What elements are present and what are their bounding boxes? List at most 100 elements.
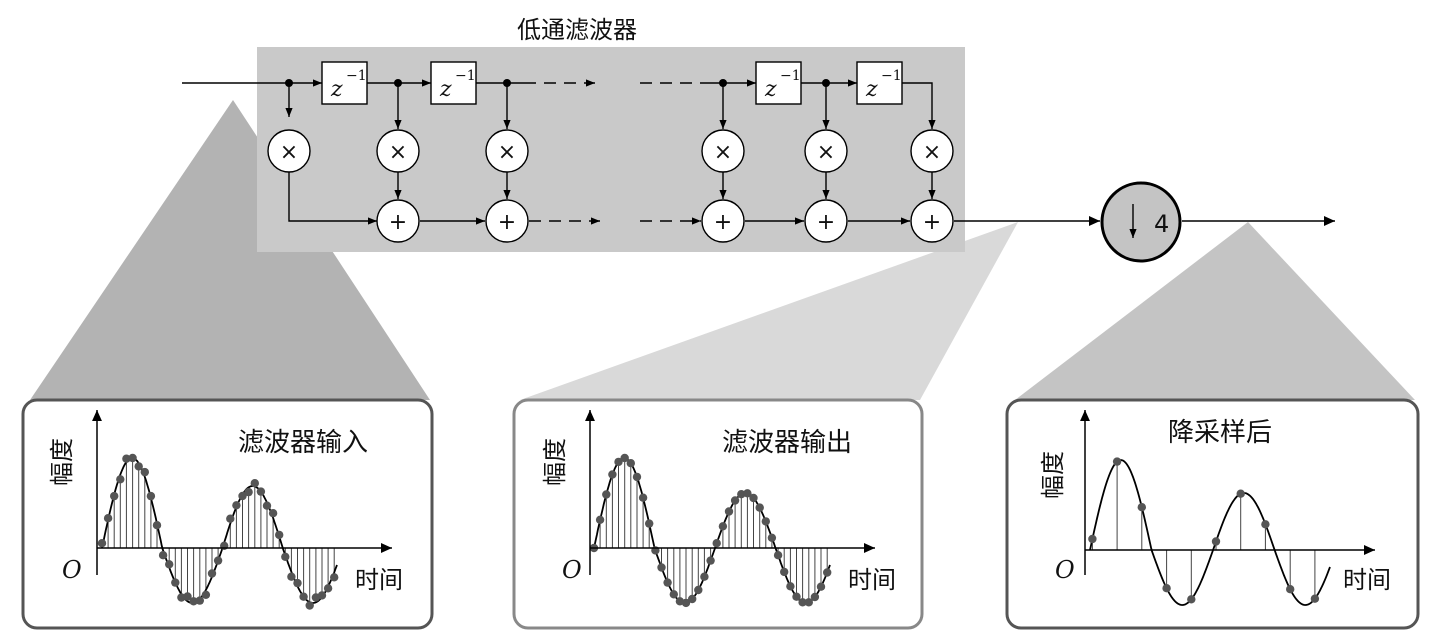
sample-dot (608, 470, 617, 479)
multiplier-node: × (267, 129, 311, 173)
downsampler-block: 4 (1100, 181, 1182, 263)
svg-text:z: z (330, 77, 343, 102)
sample-dot (724, 507, 734, 516)
panel-1-samples (97, 453, 339, 610)
svg-text:+: + (498, 210, 516, 235)
sample-dot (250, 479, 259, 488)
adder-node: + (701, 199, 745, 243)
panel-2-ylabel: 幅度 (541, 438, 569, 486)
sample-dot (706, 556, 715, 565)
sample-dot (232, 501, 241, 510)
sample-dot (238, 491, 247, 501)
sample-dot (816, 582, 826, 591)
sample-dot (305, 601, 314, 610)
sample-dot (244, 487, 253, 497)
sample-dot (103, 514, 113, 523)
sample-dot (798, 598, 807, 607)
sample-dot (171, 578, 180, 587)
svg-text:z: z (764, 77, 777, 102)
sample-dot (749, 493, 758, 503)
sample-dot (116, 475, 125, 484)
sample-dot (110, 491, 119, 501)
sample-dot (189, 597, 198, 606)
sample-dot (213, 556, 223, 565)
sample-dot (195, 596, 204, 605)
sample-dot (165, 560, 174, 569)
multiplier-node: × (701, 129, 745, 173)
delay-block: z −1 (856, 61, 903, 105)
funnel-downsampled (1015, 222, 1415, 400)
panel-3-samples (1088, 457, 1320, 604)
panel-3-xlabel: 时间 (1343, 566, 1391, 594)
sample-dot (743, 489, 752, 498)
sample-dot (256, 487, 266, 496)
panel-2-xlabel: 时间 (848, 566, 896, 594)
sample-dot (688, 594, 697, 604)
delay-block: z −1 (755, 61, 802, 105)
sample-dot (780, 567, 789, 577)
filter-title: 低通滤波器 (517, 16, 637, 44)
flow-lines (182, 79, 1335, 226)
sample-dot (730, 496, 740, 505)
sample-dot (1310, 594, 1320, 603)
sample-dot (669, 590, 678, 599)
sample-dot (792, 592, 801, 601)
sample-dot (681, 598, 691, 608)
sample-dot (773, 551, 783, 560)
panel-3-origin: O (1055, 556, 1075, 584)
panel-2-origin: O (562, 556, 582, 584)
sample-dot (657, 563, 666, 572)
sample-dot (638, 493, 648, 502)
adder-node: + (910, 199, 954, 243)
svg-text:+: + (714, 210, 732, 235)
svg-text:−1: −1 (346, 68, 367, 84)
sample-dot (262, 501, 272, 510)
sample-dot (140, 467, 149, 477)
svg-text:+: + (817, 210, 835, 235)
svg-text:×: × (280, 140, 298, 165)
svg-text:×: × (817, 140, 835, 165)
sample-dot (786, 582, 795, 591)
panel-filter-output (512, 398, 924, 630)
sample-dot (330, 573, 339, 582)
multiplier-node: × (804, 129, 848, 173)
sample-dot (645, 519, 654, 528)
sample-dot (1162, 584, 1171, 593)
sample-dot (767, 533, 777, 542)
multiplier-node: × (376, 129, 420, 173)
sample-dot (712, 539, 721, 548)
sample-dot (614, 457, 623, 467)
sample-dot (700, 572, 709, 581)
sample-dot (134, 462, 143, 471)
svg-text:×: × (389, 140, 407, 165)
delay-block: z −1 (430, 61, 477, 105)
svg-text:×: × (498, 140, 516, 165)
multiplier-node: × (485, 129, 529, 173)
panel-1-title: 滤波器输入 (238, 428, 368, 458)
panel-1-xlabel: 时间 (355, 566, 403, 594)
sample-dot (201, 590, 211, 599)
sample-dot (146, 491, 156, 501)
panel-3-title: 降采样后 (1168, 418, 1272, 448)
sample-dot (810, 592, 820, 602)
svg-text:z: z (865, 77, 878, 102)
svg-text:+: + (389, 210, 407, 235)
sample-dot (226, 514, 235, 523)
sample-dot (626, 459, 635, 468)
sample-dot (268, 509, 278, 518)
sample-dot (804, 598, 813, 607)
sample-dot (275, 530, 284, 540)
sample-dot (122, 454, 131, 463)
downsample-factor: 4 (1154, 210, 1169, 238)
sample-dot (323, 584, 333, 593)
sample-dot (293, 578, 302, 588)
sample-dot (128, 453, 137, 463)
svg-text:−1: −1 (780, 68, 801, 84)
sample-dot (595, 515, 605, 524)
svg-text:−1: −1 (881, 68, 902, 84)
panel-3-ylabel: 幅度 (1039, 451, 1067, 499)
sample-dot (1261, 520, 1270, 529)
funnel-input (30, 100, 430, 400)
sample-dot (281, 552, 290, 561)
sample-dot (317, 591, 327, 600)
